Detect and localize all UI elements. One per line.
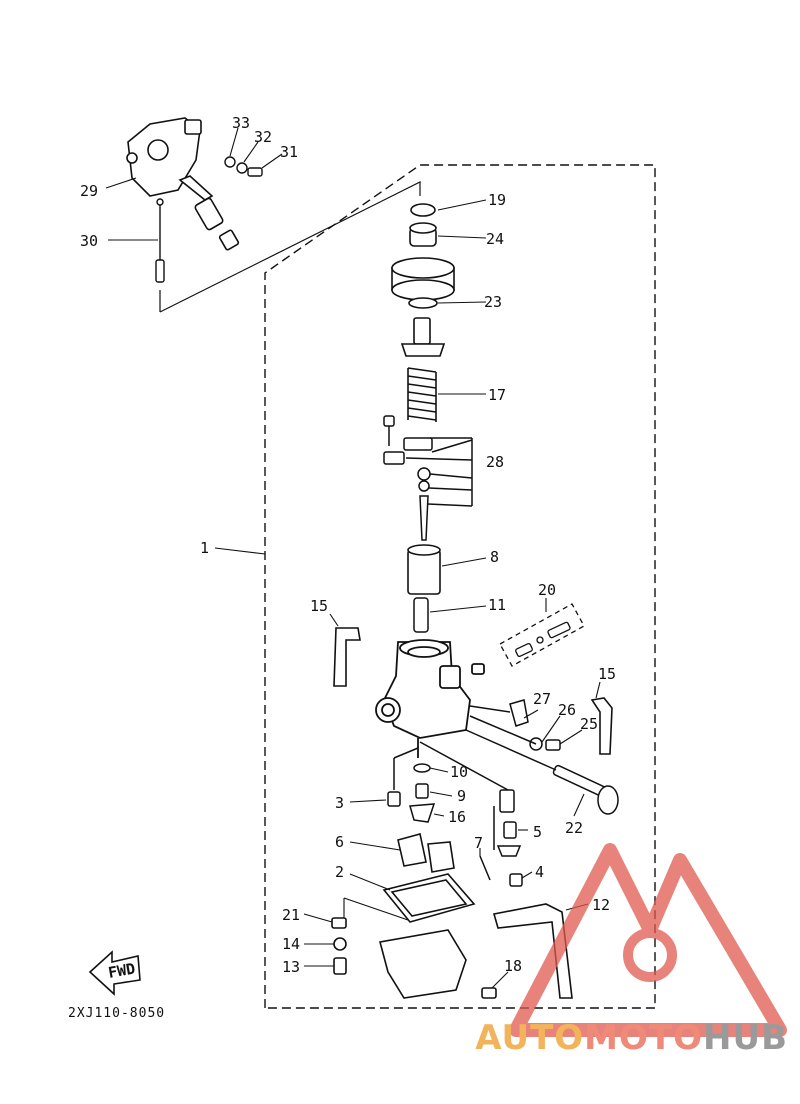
- callout-23: 23: [484, 293, 502, 311]
- pilot-screw-set: [499, 603, 585, 667]
- callout-8: 8: [490, 548, 499, 566]
- callout-29: 29: [80, 182, 98, 200]
- screw-washer-set: [224, 156, 263, 177]
- watermark-part-1: AUTO: [475, 1018, 585, 1058]
- watermark-part-2: MOTO: [584, 1018, 704, 1058]
- leader-lines: [105, 127, 601, 989]
- needle-set: [383, 415, 473, 541]
- callout-20: 20: [538, 581, 556, 599]
- callout-11: 11: [488, 596, 506, 614]
- callout-16: 16: [448, 808, 466, 826]
- callout-21: 21: [282, 906, 300, 924]
- throttle-housing-part: [126, 117, 240, 251]
- callout-31: 31: [280, 143, 298, 161]
- throttle-stop-screw: [465, 729, 619, 815]
- choke-bracket-parts: [469, 699, 561, 751]
- callout-32: 32: [254, 128, 272, 146]
- callout-4: 4: [535, 863, 544, 881]
- cable-link-line: [159, 181, 421, 313]
- callout-26: 26: [558, 701, 576, 719]
- fwd-label: FWD: [107, 960, 137, 982]
- callout-7: 7: [474, 834, 483, 852]
- callout-12: 12: [592, 896, 610, 914]
- callout-25: 25: [580, 715, 598, 733]
- vent-hoses: [333, 627, 613, 755]
- callout-18: 18: [504, 957, 522, 975]
- callout-28: 28: [486, 453, 504, 471]
- float-bowl-group: [331, 833, 497, 999]
- callout-6: 6: [335, 833, 344, 851]
- assembly-boundary: [264, 164, 656, 1009]
- callout-33: 33: [232, 114, 250, 132]
- callout-13: 13: [282, 958, 300, 976]
- throttle-cable-part: [155, 198, 165, 283]
- mixing-chamber-cap: [400, 317, 446, 357]
- throttle-spring: [407, 367, 437, 422]
- callout-labels: 1 2 3 4 5 6 7 8 9 10 11 12 13 14 15 15 1…: [80, 114, 616, 976]
- callout-15-left: 15: [310, 597, 328, 615]
- throttle-slide: [407, 544, 441, 595]
- drawing-code: 2XJ110-8050: [68, 1006, 166, 1021]
- fwd-arrow: FWD: [88, 950, 141, 996]
- callout-3: 3: [335, 794, 344, 812]
- callout-24: 24: [486, 230, 504, 248]
- watermark-text: AUTOMOTOHUB: [475, 1018, 788, 1058]
- callout-17: 17: [488, 386, 506, 404]
- callout-14: 14: [282, 935, 300, 953]
- callout-1: 1: [200, 539, 209, 557]
- callout-19: 19: [488, 191, 506, 209]
- callout-10: 10: [450, 763, 468, 781]
- top-cap-stack: [391, 203, 455, 309]
- needle-jet: [413, 597, 429, 633]
- watermark-logo: [509, 843, 787, 1037]
- callout-9: 9: [457, 787, 466, 805]
- watermark-part-3: HUB: [703, 1018, 788, 1058]
- callout-5: 5: [533, 823, 542, 841]
- carburetor-body: [375, 639, 485, 758]
- callout-27: 27: [533, 690, 551, 708]
- callout-15-right: 15: [598, 665, 616, 683]
- lower-jets: [387, 741, 523, 887]
- callout-30: 30: [80, 232, 98, 250]
- callout-22: 22: [565, 819, 583, 837]
- callout-2: 2: [335, 863, 344, 881]
